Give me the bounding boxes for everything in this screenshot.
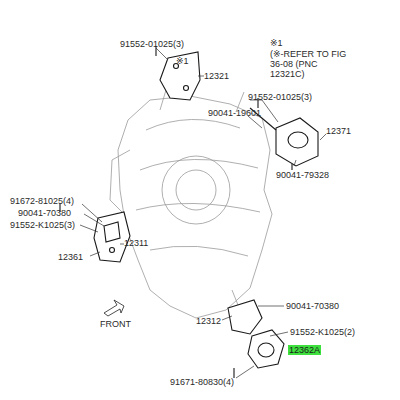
callout-number: 91552-01025(3) bbox=[120, 39, 184, 49]
callout-number: 91552-01025(3) bbox=[248, 92, 312, 102]
callout-number: 12371 bbox=[326, 126, 351, 136]
leader-lines bbox=[80, 48, 326, 378]
callout-number: 90041-70380 bbox=[18, 208, 71, 218]
engine-outline bbox=[110, 88, 272, 318]
callout-number: 90041-79328 bbox=[276, 170, 329, 180]
reference-note: (※-REFER TO FIG 36-08 (PNC 12321C) bbox=[270, 49, 352, 79]
callout-number: 90041-70380 bbox=[286, 301, 339, 311]
callout-number: 91672-81025(4) bbox=[10, 196, 74, 206]
callout-number: 12321 bbox=[204, 71, 229, 81]
highlighted-part-number: 12362A bbox=[288, 345, 321, 355]
callout-number: 12311 bbox=[124, 238, 148, 248]
mount-parts bbox=[60, 46, 318, 378]
callout-number: 91552-K1025(3) bbox=[10, 220, 75, 230]
callout-number: FRONT bbox=[100, 319, 131, 329]
callout-number: 91552-K1025(2) bbox=[290, 327, 355, 337]
callout-number: ※1 bbox=[176, 56, 189, 66]
callout-number: 12312 bbox=[196, 316, 221, 326]
front-arrow bbox=[104, 300, 124, 316]
callout-number: 12361 bbox=[58, 252, 83, 262]
callout-number: 90041-19601 bbox=[208, 108, 261, 118]
callout-number: 91671-80830(4) bbox=[170, 377, 234, 387]
callout-number: ※1 bbox=[270, 38, 283, 48]
